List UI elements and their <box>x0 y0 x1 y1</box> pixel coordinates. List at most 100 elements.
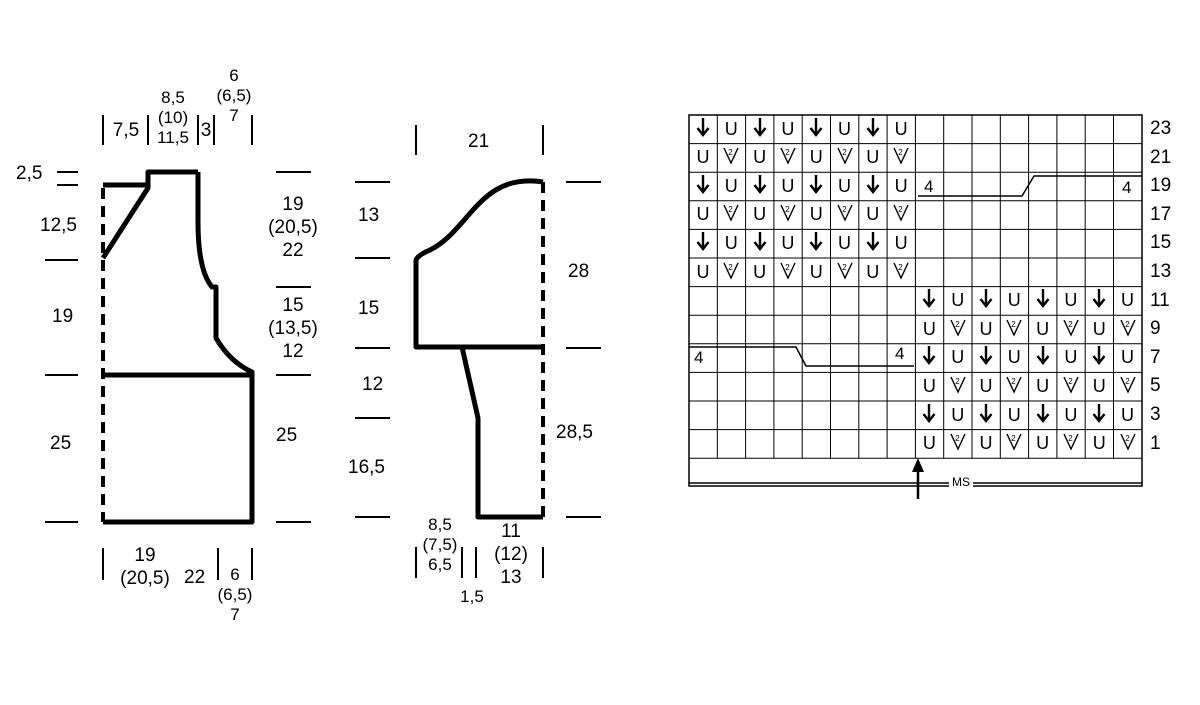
u-symbol: U <box>894 232 908 253</box>
yarn-over-v-icon: 2 <box>779 145 797 170</box>
chart-cell: U <box>944 344 972 372</box>
svg-text:2: 2 <box>785 205 790 214</box>
down-arrow-icon <box>1092 345 1106 370</box>
chart-cell: U <box>1057 287 1085 315</box>
yarn-over-v-icon: 2 <box>1062 431 1080 456</box>
chart-cell: U <box>689 144 717 172</box>
chart-cell: U <box>1029 315 1057 343</box>
svg-text:2: 2 <box>1068 320 1073 329</box>
svg-text:2: 2 <box>785 148 790 157</box>
down-arrow-icon <box>866 117 880 142</box>
chart-cell <box>859 229 887 257</box>
u-symbol: U <box>922 375 936 396</box>
down-arrow-icon <box>866 174 880 199</box>
u-symbol: U <box>809 147 823 168</box>
down-arrow-icon <box>809 117 823 142</box>
chart-cell: 2 <box>1114 315 1142 343</box>
sleeve-bottom-width-3: 11 (12) 13 <box>494 521 528 588</box>
row-number: 19 <box>1150 175 1172 197</box>
u-symbol: U <box>1036 433 1050 454</box>
u-symbol: U <box>838 232 851 253</box>
front-bottom-width-2: 22 <box>184 567 206 588</box>
down-arrow-icon <box>922 345 936 370</box>
u-symbol: U <box>866 204 880 225</box>
svg-text:2: 2 <box>1012 377 1017 386</box>
sleeve-right-height-2: 28,5 <box>556 422 593 443</box>
u-symbol: U <box>979 318 993 339</box>
down-arrow-icon <box>696 174 710 199</box>
yarn-over-v-icon: 2 <box>1119 431 1137 456</box>
svg-text:2: 2 <box>955 377 960 386</box>
chart-cell: U <box>774 115 802 143</box>
yarn-over-v-icon: 2 <box>892 202 910 227</box>
u-symbol: U <box>979 433 993 454</box>
row-number: 7 <box>1150 346 1161 368</box>
u-symbol: U <box>951 404 965 425</box>
u-symbol: U <box>1036 375 1050 396</box>
chart-cell: 2 <box>831 258 859 286</box>
u-symbol: U <box>979 375 993 396</box>
chart-cell: U <box>1114 287 1142 315</box>
sleeve-left-height-1: 13 <box>358 205 380 226</box>
chart-cell: U <box>831 172 859 200</box>
yarn-over-v-icon: 2 <box>1005 317 1023 342</box>
chart-cell: 2 <box>717 144 745 172</box>
chart-cell: U <box>717 229 745 257</box>
chart-cell: U <box>1000 287 1028 315</box>
chart-cell: U <box>1114 344 1142 372</box>
chart-cell: U <box>746 201 774 229</box>
u-symbol: U <box>1121 347 1134 368</box>
svg-text:2: 2 <box>1125 377 1130 386</box>
svg-text:2: 2 <box>898 205 903 214</box>
chart-cell: U <box>774 229 802 257</box>
yarn-over-v-icon: 2 <box>1119 317 1137 342</box>
chart-cell: U <box>689 258 717 286</box>
u-symbol: U <box>809 261 823 282</box>
u-symbol: U <box>951 347 965 368</box>
yarn-over-v-icon: 2 <box>1062 374 1080 399</box>
down-arrow-icon <box>979 345 993 370</box>
u-symbol: U <box>838 175 851 196</box>
chart-cell <box>972 287 1000 315</box>
front-bottom-width-1: 19 (20,5) <box>120 545 170 589</box>
front-top-width-2: 8,5 (10) 11,5 <box>157 88 189 147</box>
u-symbol: U <box>696 204 710 225</box>
chart-cell <box>972 344 1000 372</box>
chart-cell: 2 <box>887 144 915 172</box>
down-arrow-icon <box>753 117 767 142</box>
down-arrow-icon <box>922 288 936 313</box>
u-symbol: U <box>922 433 936 454</box>
chart-cell: U <box>859 258 887 286</box>
chart-cell: U <box>1114 401 1142 429</box>
chart-cell: U <box>1000 344 1028 372</box>
svg-text:2: 2 <box>898 148 903 157</box>
svg-text:2: 2 <box>955 434 960 443</box>
offset-label-mid-left: 4 <box>694 348 704 367</box>
down-arrow-icon <box>866 231 880 256</box>
chart-cell <box>859 172 887 200</box>
chart-cell <box>746 172 774 200</box>
down-arrow-icon <box>753 174 767 199</box>
u-symbol: U <box>753 261 767 282</box>
front-bottom-width-3: 6 (6,5) 7 <box>217 565 253 624</box>
chart-cell <box>1085 287 1113 315</box>
chart-cell <box>689 115 717 143</box>
front-left-height-3: 19 <box>52 306 74 327</box>
u-symbol: U <box>781 118 795 139</box>
u-symbol: U <box>1064 404 1078 425</box>
yarn-over-v-icon: 2 <box>722 260 740 285</box>
chart-cell: 2 <box>1000 372 1028 400</box>
chart-cell <box>915 344 943 372</box>
svg-text:2: 2 <box>1068 434 1073 443</box>
chart-cell <box>1085 401 1113 429</box>
row-number: 17 <box>1150 203 1172 225</box>
chart-cell: 2 <box>717 258 745 286</box>
row-number: 5 <box>1150 375 1161 397</box>
down-arrow-icon <box>979 288 993 313</box>
u-symbol: U <box>724 175 738 196</box>
yarn-over-v-icon: 2 <box>949 431 967 456</box>
chart-cell: 2 <box>1057 430 1085 458</box>
u-symbol: U <box>1007 404 1021 425</box>
yarn-over-v-icon: 2 <box>1119 374 1137 399</box>
chart-cell: 2 <box>717 201 745 229</box>
